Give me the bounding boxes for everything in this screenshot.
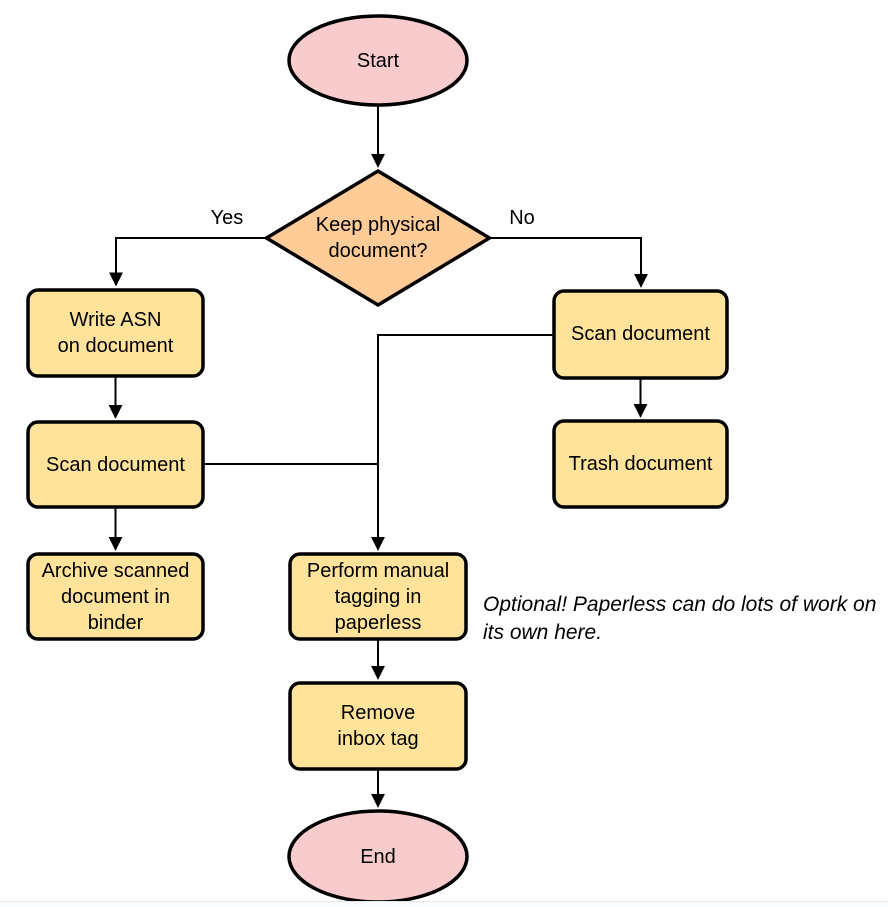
optional-note: Optional! Paperless can do lots of work …: [483, 593, 877, 645]
write-asn-process-shape: [26, 288, 205, 378]
edge-decision-yes: [109, 237, 267, 287]
footer-divider: [0, 901, 888, 902]
edge-scan-right-to-tagging: [371, 334, 554, 551]
edge-label-no: No: [509, 207, 535, 229]
scan-document-left-process-shape: [26, 420, 205, 509]
end-terminal-shape: [287, 809, 469, 904]
edge-decision-no: [489, 237, 648, 288]
scan-document-right-process-shape: [552, 289, 729, 380]
trash-process-shape: [552, 419, 729, 509]
start-terminal-shape: [287, 14, 469, 107]
edge-label-yes: Yes: [210, 207, 244, 229]
footer-area: [0, 902, 888, 907]
remove-inbox-tag-process-shape: [288, 681, 468, 771]
archive-process-shape: [26, 552, 205, 641]
decision-diamond-shape: [263, 168, 493, 308]
manual-tagging-process-shape: [288, 552, 468, 641]
